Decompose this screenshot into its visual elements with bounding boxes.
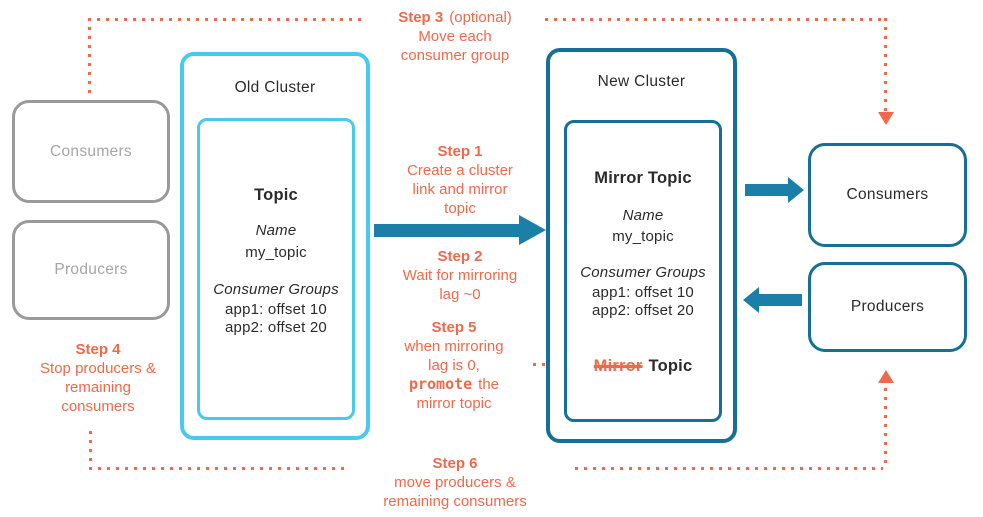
step4-title: Step 4 <box>75 341 121 358</box>
mirror-link-arrowhead-icon <box>519 215 546 245</box>
step1-line3: topic <box>444 200 476 217</box>
old-consumers-box: Consumers <box>12 100 170 203</box>
old-cluster-label: Old Cluster <box>234 79 316 96</box>
step3-optional: (optional) <box>449 9 512 26</box>
step5-after-promote: the <box>478 376 500 393</box>
step5-line2: lag is 0, <box>428 357 480 374</box>
step5-promote-word: promote <box>408 375 473 393</box>
mirror-consumer-groups-label: Consumer Groups <box>580 264 706 281</box>
produce-arrow <box>759 294 802 306</box>
mirror-topic-box <box>564 120 722 422</box>
mirror-topic-name-value: my_topic <box>612 228 674 245</box>
step5-line4: mirror topic <box>416 395 492 412</box>
old-producers-label: Producers <box>54 261 128 278</box>
step6-line2: remaining consumers <box>383 493 527 510</box>
old-consumers-label: Consumers <box>50 142 132 160</box>
step3-title: Step 3 <box>398 9 444 26</box>
mirror-topic-name-label: Name <box>622 207 664 224</box>
step1-line2: link and mirror <box>412 181 508 198</box>
step4-line2: remaining <box>65 379 131 396</box>
step5-annotation: Step 5 when mirroring lag is 0, promote t… <box>368 318 540 413</box>
promoted-mirror-strikethrough: Mirror <box>593 357 643 375</box>
step2-annotation: Step 2 Wait for mirroring lag ~0 <box>374 247 546 304</box>
step6-line1: move producers & <box>394 474 516 491</box>
step5-title: Step 5 <box>431 319 477 336</box>
arrow-up-icon <box>878 370 894 383</box>
step3-line2: consumer group <box>400 47 510 64</box>
mirror-group-app1: app1: offset 10 <box>592 284 694 301</box>
step3-dotted-line-right-vertical <box>884 18 887 114</box>
step4-annotation: Step 4 Stop producers & remaining consum… <box>8 340 188 416</box>
step2-line2: lag ~0 <box>439 286 481 303</box>
step3-line1: Move each <box>418 28 492 45</box>
step6-title: Step 6 <box>432 455 478 472</box>
step3-dotted-line-left-vertical <box>88 18 91 94</box>
new-consumers-label: Consumers <box>846 186 929 203</box>
step3-annotation: Step 3 (optional) Move each consumer grou… <box>350 8 560 65</box>
step6-annotation: Step 6 move producers & remaining consum… <box>350 454 560 511</box>
old-topic-title: Topic <box>254 186 298 204</box>
step2-title: Step 2 <box>437 248 483 265</box>
step4-line1: Stop producers & <box>40 360 156 377</box>
step3-dotted-line-right <box>545 18 887 21</box>
step4-line3: consumers <box>61 398 135 415</box>
new-producers-box: Producers <box>808 262 967 352</box>
new-producers-label: Producers <box>850 298 925 315</box>
consume-arrowhead-icon <box>788 177 804 203</box>
old-topic-name-label: Name <box>255 222 297 239</box>
old-consumer-groups-label: Consumer Groups <box>213 281 339 298</box>
step6-dotted-line-left <box>89 467 345 470</box>
old-producers-box: Producers <box>12 220 170 320</box>
old-group-app1: app1: offset 10 <box>225 301 327 318</box>
step6-dotted-line-right <box>575 467 883 470</box>
mirror-link-arrow <box>374 224 519 237</box>
step1-annotation: Step 1 Create a cluster link and mirror … <box>374 142 546 218</box>
step1-title: Step 1 <box>437 143 483 160</box>
promoted-topic-word: Topic <box>648 357 693 375</box>
old-group-app2: app2: offset 20 <box>225 319 327 336</box>
mirror-group-app2: app2: offset 20 <box>592 302 694 319</box>
step3-dotted-line-left <box>88 18 366 21</box>
consume-arrow <box>745 184 788 196</box>
step6-dotted-line-right-vertical <box>884 388 887 468</box>
arrow-down-icon <box>878 112 894 125</box>
promoted-topic-line: Mirror Topic <box>564 357 722 376</box>
step6-dotted-line-left-vertical <box>89 431 92 469</box>
step5-line1: when mirroring <box>404 338 504 355</box>
new-cluster-label: New Cluster <box>597 73 686 90</box>
produce-arrowhead-icon <box>743 287 759 313</box>
old-topic-name-value: my_topic <box>245 244 307 261</box>
step2-line1: Wait for mirroring <box>402 267 518 284</box>
mirror-topic-title: Mirror Topic <box>594 169 692 187</box>
old-topic-box <box>197 118 355 420</box>
new-consumers-box: Consumers <box>808 143 967 247</box>
step1-line1: Create a cluster <box>407 162 513 179</box>
